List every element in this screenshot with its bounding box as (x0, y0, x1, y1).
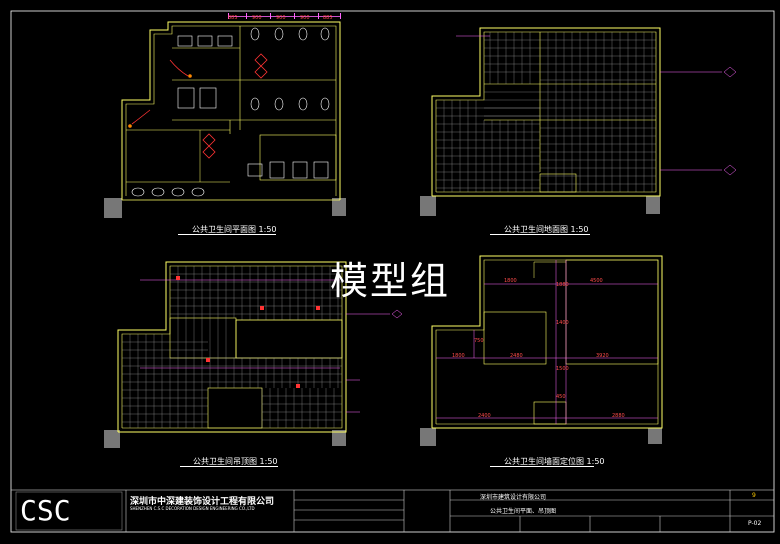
pos-dim-top-2: 4500 (590, 278, 603, 284)
ceiling-grid (122, 266, 342, 428)
plan-dim-3: 900 (276, 15, 286, 21)
position-title: 公共卫生间墙面定位图 1:50 (504, 457, 605, 466)
sheet-number: 9 (752, 492, 756, 499)
company-name: 深圳市中深建装饰设计工程有限公司 (130, 497, 275, 507)
company-logo: CSC (20, 494, 71, 527)
client-name: 深圳市建筑设计有限公司 (480, 494, 547, 501)
plan-dim-5: 885 (323, 15, 333, 21)
company-name-en: SHENZHEN C.S.C DECORATION DESIGN ENGINEE… (130, 506, 255, 511)
drawing-name: 公共卫生间平面、吊顶图 (490, 508, 557, 515)
pos-dim-bot-2: 2880 (612, 413, 625, 419)
plan-dim-1: 885 (228, 15, 238, 21)
pos-dim-v-3: 1880 (556, 282, 569, 288)
ceiling-view (104, 261, 403, 448)
plan-dim-2: 900 (252, 15, 262, 21)
pos-dim-v-2: 1400 (556, 320, 569, 326)
plan-dim-4: 900 (300, 15, 310, 21)
watermark-text: 模型组 (330, 259, 451, 303)
pos-dim-top-1: 1800 (504, 278, 517, 284)
position-view (420, 255, 663, 446)
pos-dim-mid-2: 2480 (510, 353, 523, 359)
drawing-number: P-02 (748, 520, 762, 527)
floor-view (420, 27, 737, 216)
floor-title: 公共卫生间地面图 1:50 (504, 225, 589, 234)
pos-dim-v-4: 1500 (556, 366, 569, 372)
pos-dim-mid-1: 1800 (452, 353, 465, 359)
pos-dim-bot-1: 2400 (478, 413, 491, 419)
pos-dim-v-5: 450 (556, 394, 566, 400)
pos-dim-v-1: 750 (474, 338, 484, 344)
plan-view (104, 13, 346, 218)
pos-dim-mid-3: 3920 (596, 353, 609, 359)
ceiling-title: 公共卫生间吊顶图 1:50 (193, 457, 278, 466)
title-block (10, 489, 775, 533)
plan-title: 公共卫生间平面图 1:50 (192, 225, 277, 234)
floor-tile-grid (436, 32, 656, 192)
